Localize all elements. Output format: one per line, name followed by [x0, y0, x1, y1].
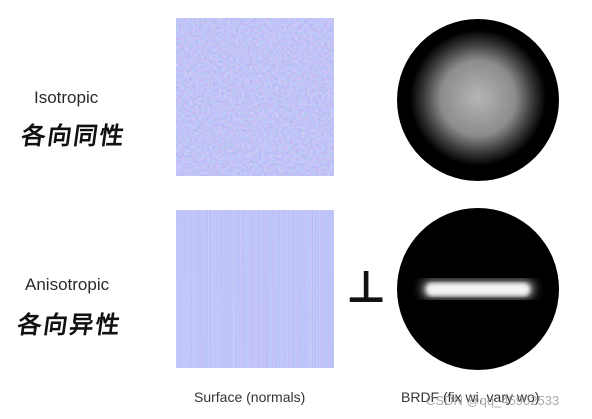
isotropic-brdf: [396, 18, 560, 182]
anisotropic-brdf: [396, 207, 560, 371]
brdf-caption: BRDF (fix wi, vary wo): [401, 389, 540, 405]
surface-caption: Surface (normals): [194, 389, 306, 405]
anisotropic-chinese-label: 各向异性: [15, 310, 124, 339]
perpendicular-symbol: ⊥: [346, 262, 387, 313]
anisotropic-normal-map: [176, 210, 334, 368]
anisotropic-label: Anisotropic: [25, 275, 110, 294]
isotropic-chinese-label: 各向同性: [19, 121, 128, 150]
isotropic-normal-map: [176, 18, 334, 176]
isotropic-label: Isotropic: [34, 88, 99, 107]
watermark: CSDN @qq_45902533: [426, 393, 560, 408]
